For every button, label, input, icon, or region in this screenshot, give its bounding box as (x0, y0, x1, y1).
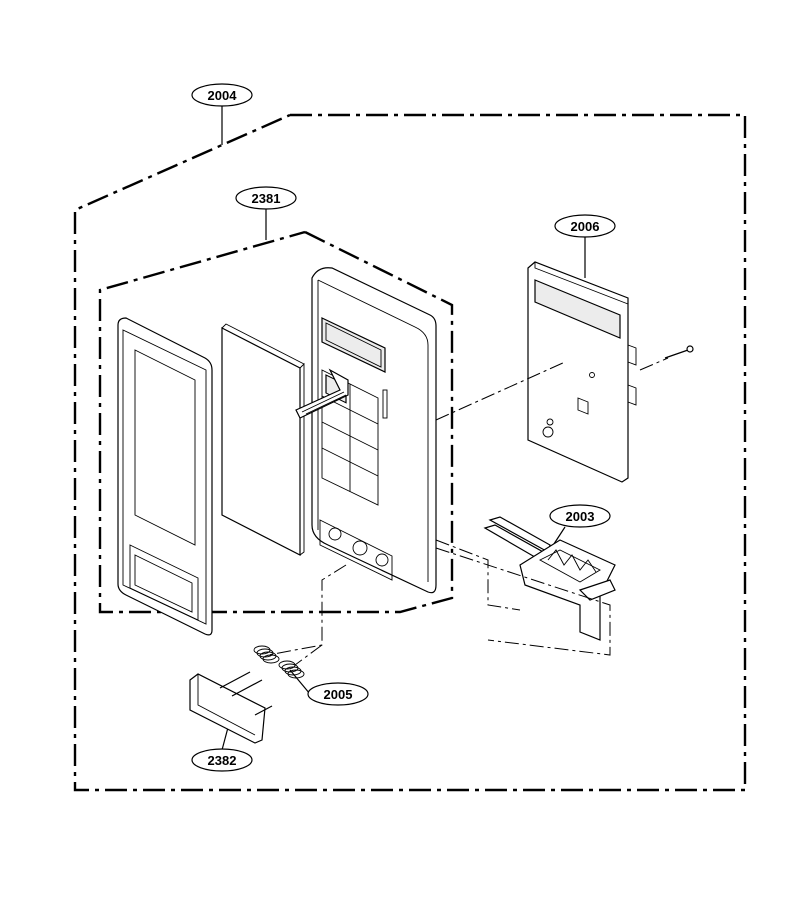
callout-2382-label: 2382 (208, 753, 237, 768)
membrane-sheet (221, 323, 305, 556)
callout-2003: 2003 (549, 504, 611, 528)
callout-2381: 2381 (235, 186, 297, 210)
assembly-2381-boundary (98, 230, 454, 614)
callout-2004-label: 2004 (208, 88, 238, 103)
callout-2005-label: 2005 (324, 687, 353, 702)
callout-2382: 2382 (191, 748, 253, 772)
push-button (189, 671, 273, 744)
callout-2005: 2005 (307, 682, 369, 706)
callout-2006-label: 2006 (571, 219, 600, 234)
front-cover-panel (117, 317, 213, 636)
guide-lines (267, 357, 669, 666)
control-panel-housing (295, 267, 437, 594)
pcb-board (527, 261, 694, 483)
callout-2381-label: 2381 (252, 191, 281, 206)
callout-2003-label: 2003 (566, 509, 595, 524)
callout-2006: 2006 (554, 214, 616, 238)
latch-assembly (483, 516, 616, 641)
springs (253, 645, 305, 679)
callout-2004: 2004 (191, 83, 253, 107)
assembly-2004-boundary (73, 113, 747, 792)
